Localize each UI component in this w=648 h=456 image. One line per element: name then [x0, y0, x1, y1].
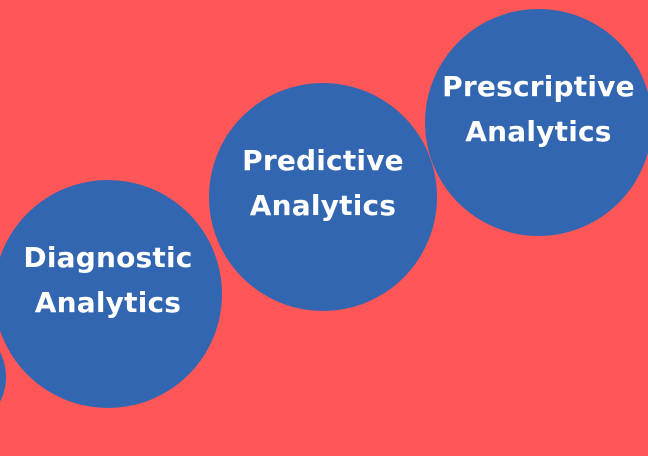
stage-label-line-1: Prescriptive [442, 69, 635, 103]
diagnostic-analytics-circle: Diagnostic Analytics [0, 180, 222, 408]
prescriptive-analytics-circle: Prescriptive Analytics [425, 9, 648, 236]
stage-label: Predictive Analytics [242, 138, 404, 228]
predictive-analytics-circle: Predictive Analytics [209, 83, 437, 311]
stage-label: Diagnostic Analytics [23, 235, 192, 325]
stage-label: Prescriptive Analytics [442, 64, 635, 154]
stage-label-line-2: Analytics [34, 286, 182, 319]
stage-label-line-1: Predictive [242, 144, 404, 177]
partial-stage-circle [0, 322, 6, 432]
stage-label-line-2: Analytics [249, 189, 397, 222]
stage-label-line-2: Analytics [465, 114, 612, 148]
stage-label-line-1: Diagnostic [23, 241, 193, 274]
